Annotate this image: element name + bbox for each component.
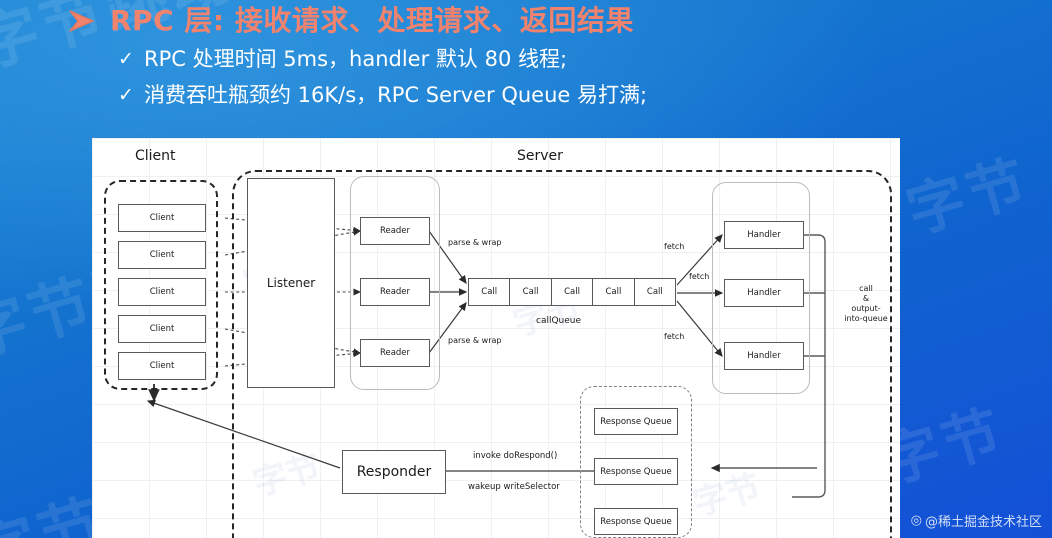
reader-label: Reader xyxy=(379,348,411,358)
reader-label: Reader xyxy=(379,287,411,297)
responder-label: Responder xyxy=(356,464,432,480)
slide-header: RPC 层: 接收请求、处理请求、返回结果 ✓ RPC 处理时间 5ms，han… xyxy=(0,0,1052,110)
server-section-title: Server xyxy=(517,148,563,164)
edge-label-fetch-mid: fetch xyxy=(689,272,710,281)
edge-label-parse-wrap-top: parse & wrap xyxy=(448,238,502,247)
client-section-title: Client xyxy=(135,148,176,164)
handler-group-boundary xyxy=(712,182,810,394)
edge-label-parse-wrap-bottom: parse & wrap xyxy=(448,336,502,345)
bullet-text-2: 消费吞吐瓶颈约 16K/s，RPC Server Queue 易打满; xyxy=(144,83,648,107)
reader-box[interactable]: Reader xyxy=(360,278,430,306)
edge-label-fetch-bottom: fetch xyxy=(664,332,685,341)
watermark-badge-icon: ◎ xyxy=(910,513,922,528)
bullet-row-2: ✓ 消费吞吐瓶颈约 16K/s，RPC Server Queue 易打满; xyxy=(0,74,1052,110)
reader-label: Reader xyxy=(379,226,411,236)
response-queue-box[interactable]: Response Queue xyxy=(594,508,678,535)
edge-label-line-4: into-queue xyxy=(844,314,888,323)
heading-row: RPC 层: 接收请求、处理请求、返回结果 xyxy=(0,0,1052,38)
call-queue-cell[interactable]: Call xyxy=(469,279,511,305)
client-box-label: Client xyxy=(149,324,175,334)
call-queue-cell[interactable]: Call xyxy=(646,287,663,297)
edge-label-line-3: output- xyxy=(851,304,881,313)
reader-box[interactable]: Reader xyxy=(360,217,430,245)
client-group-boundary xyxy=(104,180,218,390)
call-queue-cell[interactable]: Call xyxy=(593,279,635,305)
check-icon: ✓ xyxy=(118,47,134,70)
listener-label: Listener xyxy=(266,276,316,290)
handler-box[interactable]: Handler xyxy=(724,221,804,249)
response-queue-label: Response Queue xyxy=(600,516,672,527)
response-queue-box[interactable]: Response Queue xyxy=(594,458,678,485)
handler-box[interactable]: Handler xyxy=(724,342,804,370)
response-queue-label: Response Queue xyxy=(600,416,672,427)
edge-label-fetch-top: fetch xyxy=(664,242,685,251)
client-box-label: Client xyxy=(149,213,175,223)
rpc-architecture-diagram: 字节 字节 字节 字节 xyxy=(92,138,900,538)
client-box-label: Client xyxy=(149,361,175,371)
background-watermark: 字节 xyxy=(899,147,1038,247)
handler-box[interactable]: Handler xyxy=(724,279,804,307)
bullet-text-1: RPC 处理时间 5ms，handler 默认 80 线程; xyxy=(144,47,568,71)
client-box[interactable]: Client xyxy=(118,352,206,380)
watermark-text: @稀土掘金技术社区 xyxy=(924,515,1042,530)
check-icon: ✓ xyxy=(118,83,134,106)
call-queue[interactable]: Call Call Call Call Call xyxy=(468,278,676,306)
server-group-boundary xyxy=(232,170,892,538)
client-box-label: Client xyxy=(149,250,175,260)
edge-label-wakeup-writeselector: wakeup writeSelector xyxy=(468,482,560,492)
client-box[interactable]: Client xyxy=(118,204,206,232)
edge-label-invoke-dorespond: invoke doRespond() xyxy=(473,451,558,461)
client-box[interactable]: Client xyxy=(118,315,206,343)
edge-label-line-2: & xyxy=(862,294,870,303)
handler-label: Handler xyxy=(747,230,781,240)
response-queue-label: Response Queue xyxy=(600,466,672,477)
bullet-row-1: ✓ RPC 处理时间 5ms，handler 默认 80 线程; xyxy=(0,38,1052,74)
client-box-label: Client xyxy=(149,287,175,297)
arrow-bullet-icon xyxy=(66,8,96,34)
reader-group-boundary xyxy=(350,176,440,390)
responder-box[interactable]: Responder xyxy=(342,450,446,494)
call-queue-label: callQueue xyxy=(536,316,582,326)
handler-label: Handler xyxy=(747,288,781,298)
handler-label: Handler xyxy=(747,351,781,361)
client-box[interactable]: Client xyxy=(118,278,206,306)
reader-box[interactable]: Reader xyxy=(360,339,430,367)
call-queue-cell[interactable]: Call xyxy=(552,279,594,305)
corner-watermark: ◎ @稀土掘金技术社区 xyxy=(911,511,1042,530)
listener-box[interactable]: Listener xyxy=(247,178,335,388)
response-queue-box[interactable]: Response Queue xyxy=(594,408,678,435)
edge-label-call-output-into-queue: call & output- into-queue xyxy=(835,284,897,324)
call-queue-cell[interactable]: Call xyxy=(510,279,552,305)
edge-label-line-1: call xyxy=(859,284,873,293)
page-title: RPC 层: 接收请求、处理请求、返回结果 xyxy=(110,4,634,37)
client-box[interactable]: Client xyxy=(118,241,206,269)
